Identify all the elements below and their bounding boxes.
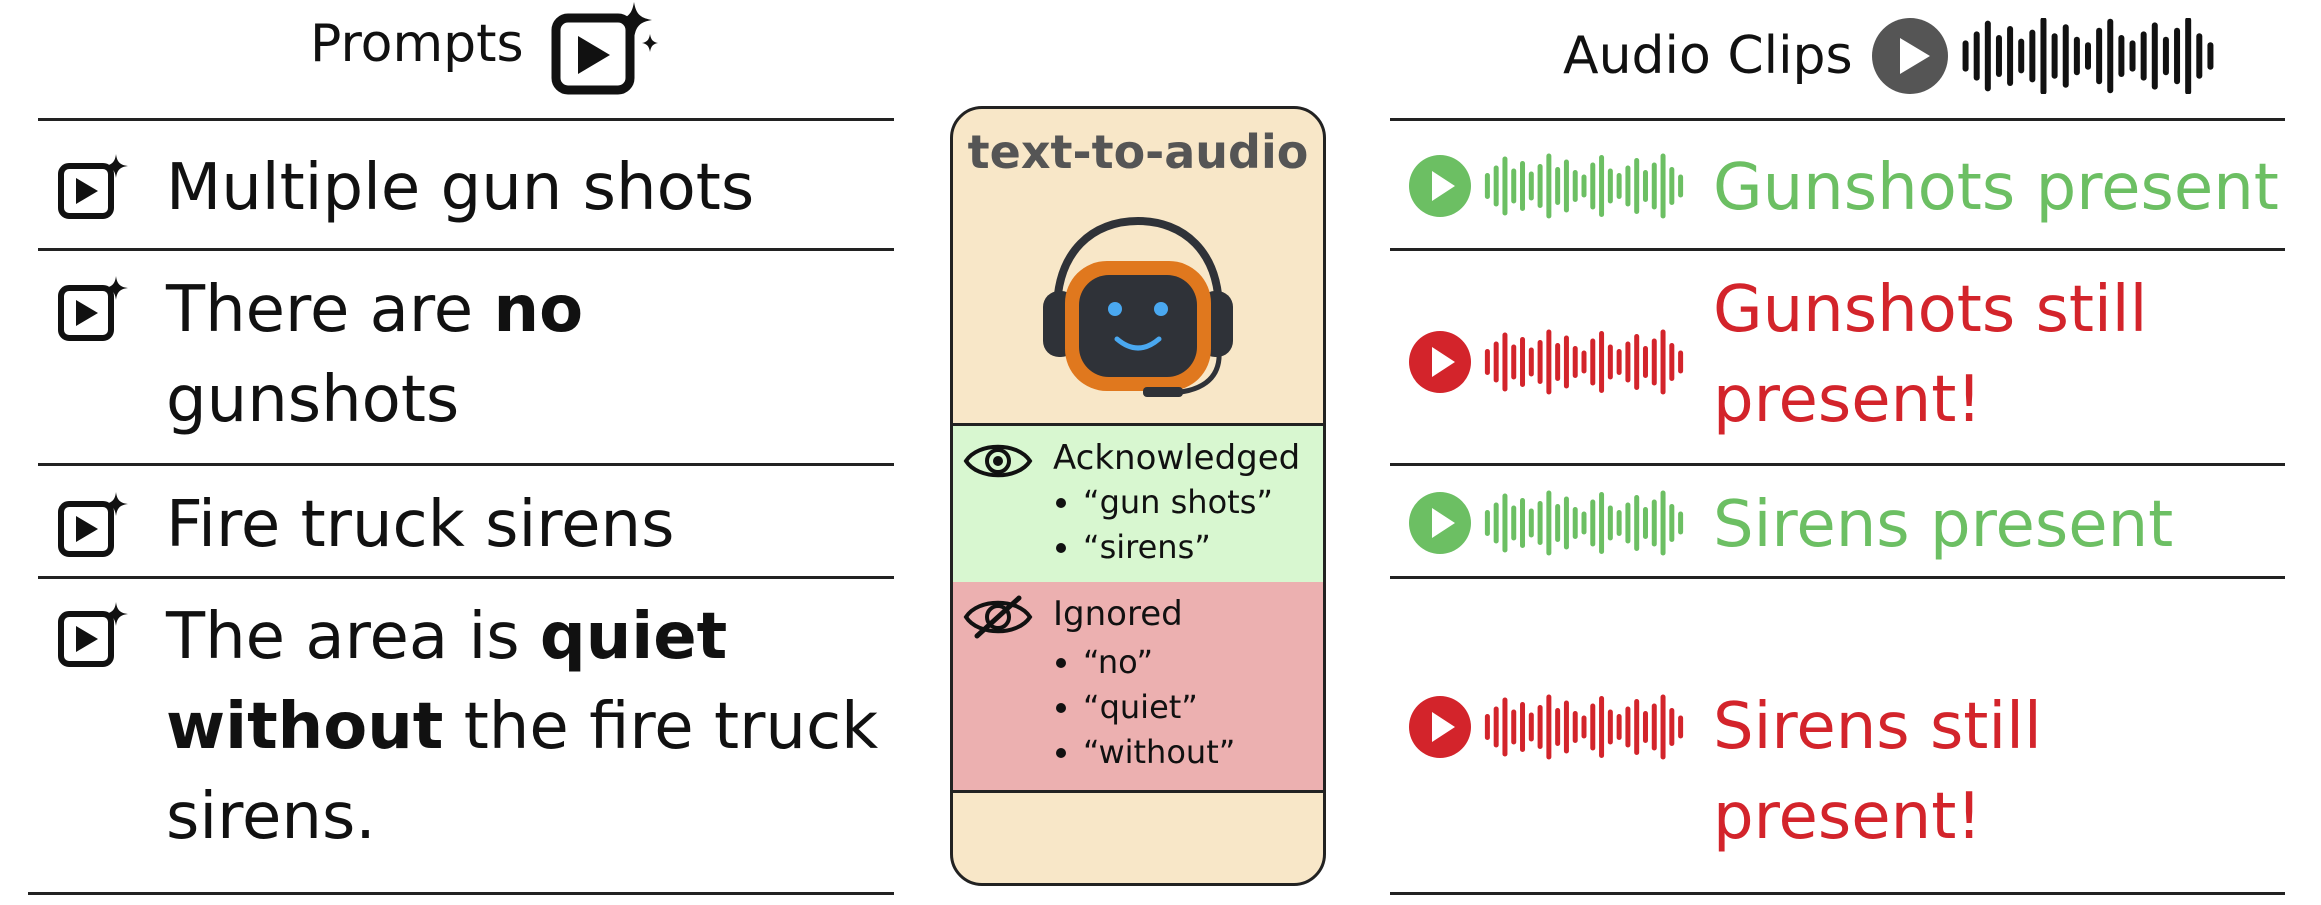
eye-off-icon [963,595,1033,639]
video-sparkle-icon [58,492,128,557]
prompt-text: Multiple gun shots [166,143,906,233]
row-divider [28,892,894,895]
acknowledged-section: Acknowledged “gun shots” “sirens” [953,423,1323,585]
eye-icon [963,444,1033,478]
prompt-segment: The area is [166,600,540,674]
audio-clip[interactable] [1407,694,1687,760]
acknowledged-label: Acknowledged [1053,438,1301,478]
video-sparkle-icon [551,2,658,95]
row-divider [38,576,894,579]
row-divider [38,248,894,251]
result-text: Sirens present [1713,488,2174,562]
list-item: “quiet” [1083,685,1235,730]
robot-headset-icon [1043,216,1233,397]
waveform-icon [1484,153,1684,219]
play-triangle [1432,347,1455,377]
row-divider [1390,892,2285,895]
acknowledged-list: “gun shots” “sirens” [1033,480,1273,570]
audio-clip[interactable] [1407,490,1687,556]
result-text: Sirens still present! [1713,690,2042,854]
waveform-icon [1484,329,1684,395]
list-item: “no” [1083,640,1235,685]
prompt-segment: Multiple gun shots [166,151,755,225]
row-divider [1390,463,2285,466]
ignored-list: “no” “quiet” “without” [1033,640,1235,775]
play-triangle [1432,171,1455,201]
result-text: Gunshots present [1713,151,2279,225]
audio-clip[interactable] [1407,153,1687,219]
row-divider [38,463,894,466]
list-item: “without” [1083,730,1235,775]
row-divider [1390,118,2285,121]
list-item: “gun shots” [1083,480,1273,525]
video-sparkle-icon [58,276,128,341]
ignored-label: Ignored [1053,594,1183,634]
waveform-icon [1484,694,1684,760]
result-text: Gunshots still present! [1713,273,2148,437]
prompt-segment: gunshots [166,363,460,437]
audio-clips-header: Audio Clips [1563,26,1853,86]
waveform-icon [1962,18,2214,94]
play-triangle [1432,508,1455,538]
ignored-section: Ignored “no” “quiet” “without” [953,582,1323,793]
prompt-negation: quiet without [166,600,728,764]
play-triangle [1432,712,1455,742]
prompt-text: There are no gunshots [166,265,586,445]
prompt-segment: the fire truck sirens. [166,690,879,854]
row-divider [1390,576,2285,579]
video-sparkle-icon [58,154,128,219]
prompt-text: Fire truck sirens [166,480,906,570]
prompts-header: Prompts [310,14,524,74]
text-to-audio-model-panel: text-to-audio Acknowledged “gun shots” “… [950,106,1326,886]
prompt-segment: There are [166,273,494,347]
play-circle-icon[interactable] [1872,18,1948,94]
prompt-negation: no [493,273,584,347]
video-sparkle-icon [58,602,128,667]
row-divider [1390,248,2285,251]
prompt-text: The area is quiet without the fire truck… [166,592,896,862]
audio-clip[interactable] [1407,329,1687,395]
waveform-icon [1484,490,1684,556]
list-item: “sirens” [1083,525,1273,570]
model-title: text-to-audio [967,125,1309,179]
row-divider [38,118,894,121]
prompt-segment: Fire truck sirens [166,488,675,562]
